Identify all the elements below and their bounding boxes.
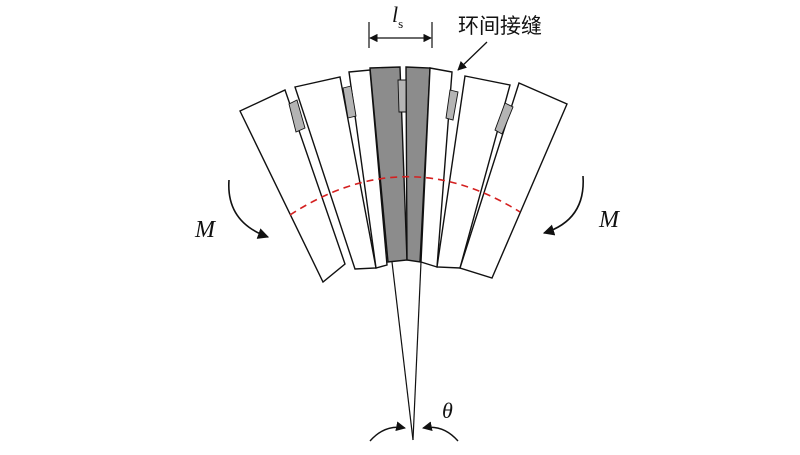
gasket-4 [445,89,459,121]
moment-label-right: M [598,207,621,233]
segment-6 [459,82,568,279]
convergence-line-right [412,261,422,441]
moment-arrow-right [542,175,584,236]
gasket-2 [342,85,357,119]
segment-3 [348,69,388,269]
theta-label: θ [442,398,453,423]
gasket-5 [494,102,514,135]
joint-label: 环间接缝 [458,14,542,38]
moment-arrow-left [228,179,270,239]
neutral-axis-arc [289,175,521,216]
gasket-3 [397,79,407,113]
moment-label-left: M [194,217,217,243]
segment-1 [239,89,346,284]
segment-highlighted-right [405,66,431,263]
joint-leader-arrow [457,41,488,71]
theta-arrow-left [369,421,406,442]
convergence-line-left [391,261,414,441]
ls-label: ls [392,2,403,31]
joint-gaskets [288,79,514,135]
ring-segments [239,66,568,284]
gasket-1 [288,99,306,133]
ls-dimension: ls [368,2,433,48]
theta-arrow-right [422,421,459,442]
